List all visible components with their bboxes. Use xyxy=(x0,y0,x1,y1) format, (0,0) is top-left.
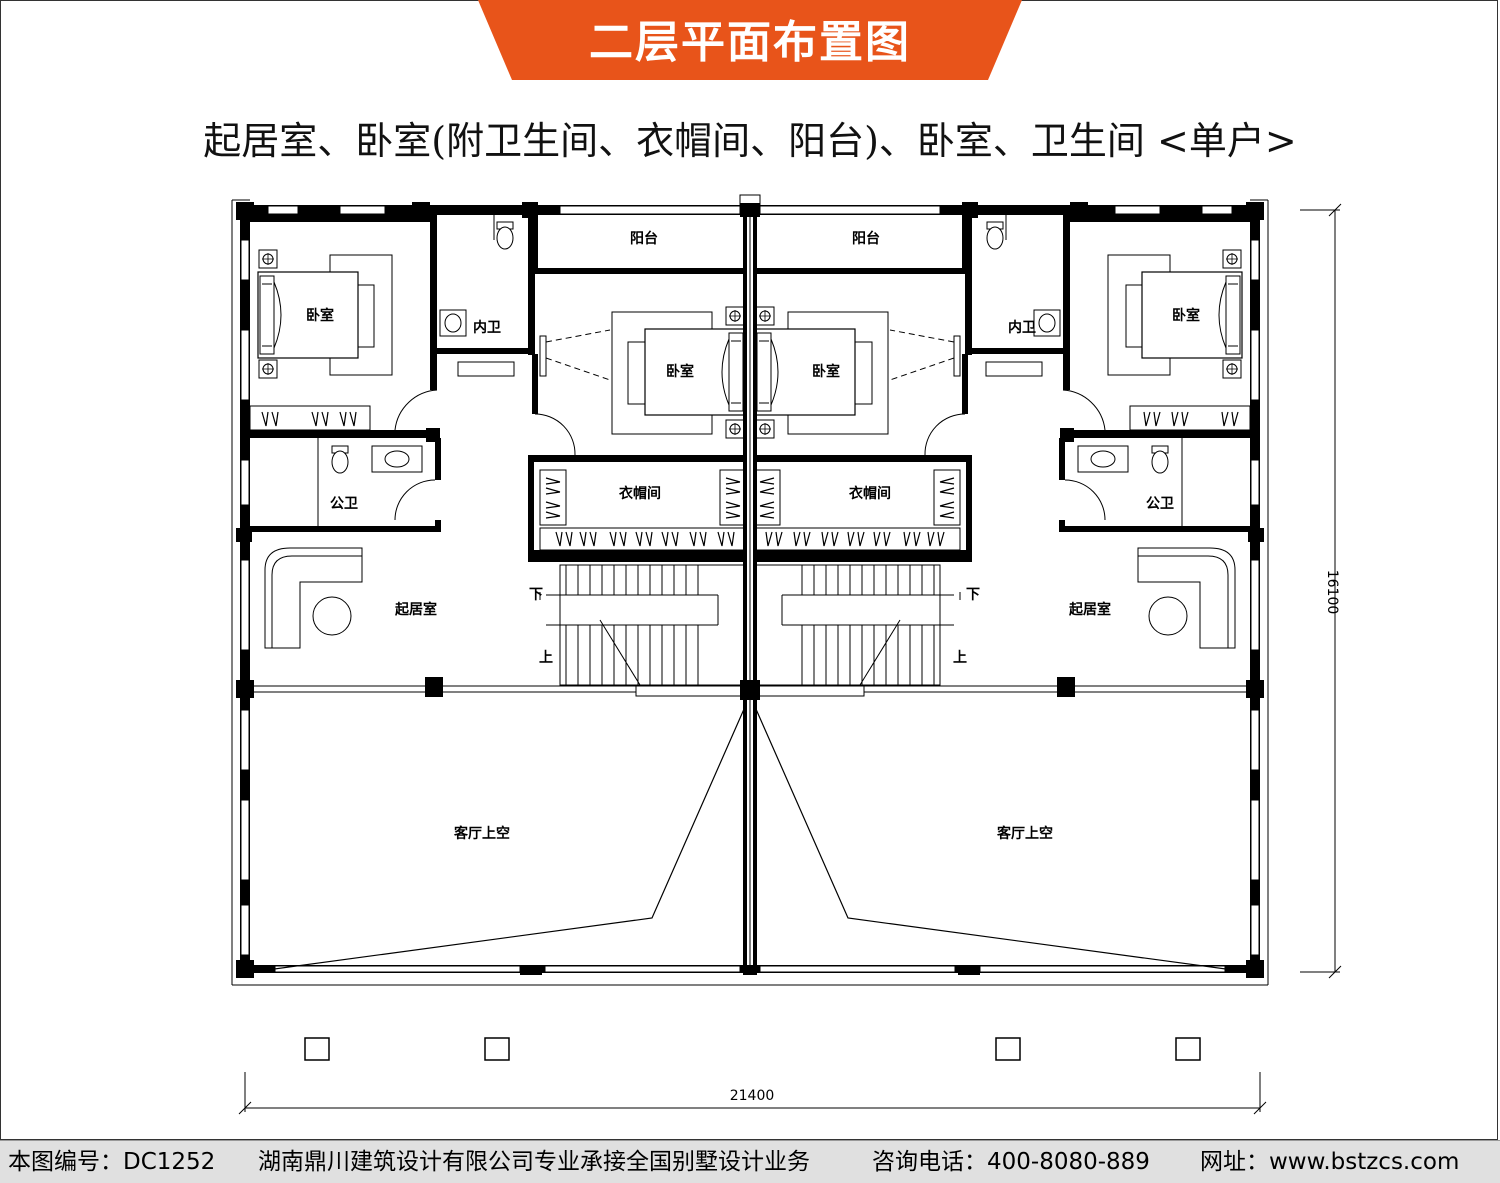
room-label-wardrobe-left: 衣帽间 xyxy=(619,485,661,502)
room-label-wardrobe-right: 衣帽间 xyxy=(849,485,891,502)
footer-drawing-number: 本图编号：DC1252 xyxy=(8,1149,216,1175)
footer-company: 湖南鼎川建筑设计有限公司专业承接全国别墅设计业务 xyxy=(258,1149,810,1175)
footer-bar: 本图编号：DC1252 湖南鼎川建筑设计有限公司专业承接全国别墅设计业务 咨询电… xyxy=(0,1140,1500,1183)
dimension-width: 21400 xyxy=(730,1088,775,1104)
page-subtitle: 起居室、卧室(附卫生间、衣帽间、阳台)、卧室、卫生间 <单户> xyxy=(203,119,1297,163)
room-label-inner-bath-left: 内卫 xyxy=(473,319,501,336)
stair-up-left: 上 xyxy=(539,650,553,666)
dimension-height: 16100 xyxy=(1324,570,1340,615)
room-label-void-right: 客厅上空 xyxy=(996,825,1053,842)
page-title: 二层平面布置图 xyxy=(589,17,911,68)
title-banner xyxy=(478,0,1022,80)
stair-down-right: 下 xyxy=(966,587,980,603)
floor-plan: 阳台 卧室 内卫 卧室 公卫 衣帽间 起居室 客厅上空 下 上 阳台 卧室 内卫… xyxy=(0,194,1342,1115)
room-label-public-bath-right: 公卫 xyxy=(1146,496,1174,512)
footer-phone: 咨询电话：400-8080-889 xyxy=(872,1149,1150,1175)
room-label-living-right: 起居室 xyxy=(1068,601,1111,618)
room-label-public-bath-left: 公卫 xyxy=(330,496,358,512)
room-label-void-left: 客厅上空 xyxy=(453,825,510,842)
room-label-master-bedroom-left: 卧室 xyxy=(666,363,694,380)
room-label-bedroom-right: 卧室 xyxy=(1172,307,1200,324)
room-label-bedroom-left: 卧室 xyxy=(306,307,334,324)
room-label-balcony-left: 阳台 xyxy=(630,230,658,247)
room-label-balcony-right: 阳台 xyxy=(852,230,880,247)
stair-down-left: 下 xyxy=(529,587,543,603)
room-label-inner-bath-right: 内卫 xyxy=(1008,319,1036,336)
footer-website[interactable]: 网址：www.bstzcs.com xyxy=(1200,1149,1460,1175)
stair-up-right: 上 xyxy=(953,650,967,666)
room-label-living-left: 起居室 xyxy=(394,601,437,618)
room-label-master-bedroom-right: 卧室 xyxy=(812,363,840,380)
